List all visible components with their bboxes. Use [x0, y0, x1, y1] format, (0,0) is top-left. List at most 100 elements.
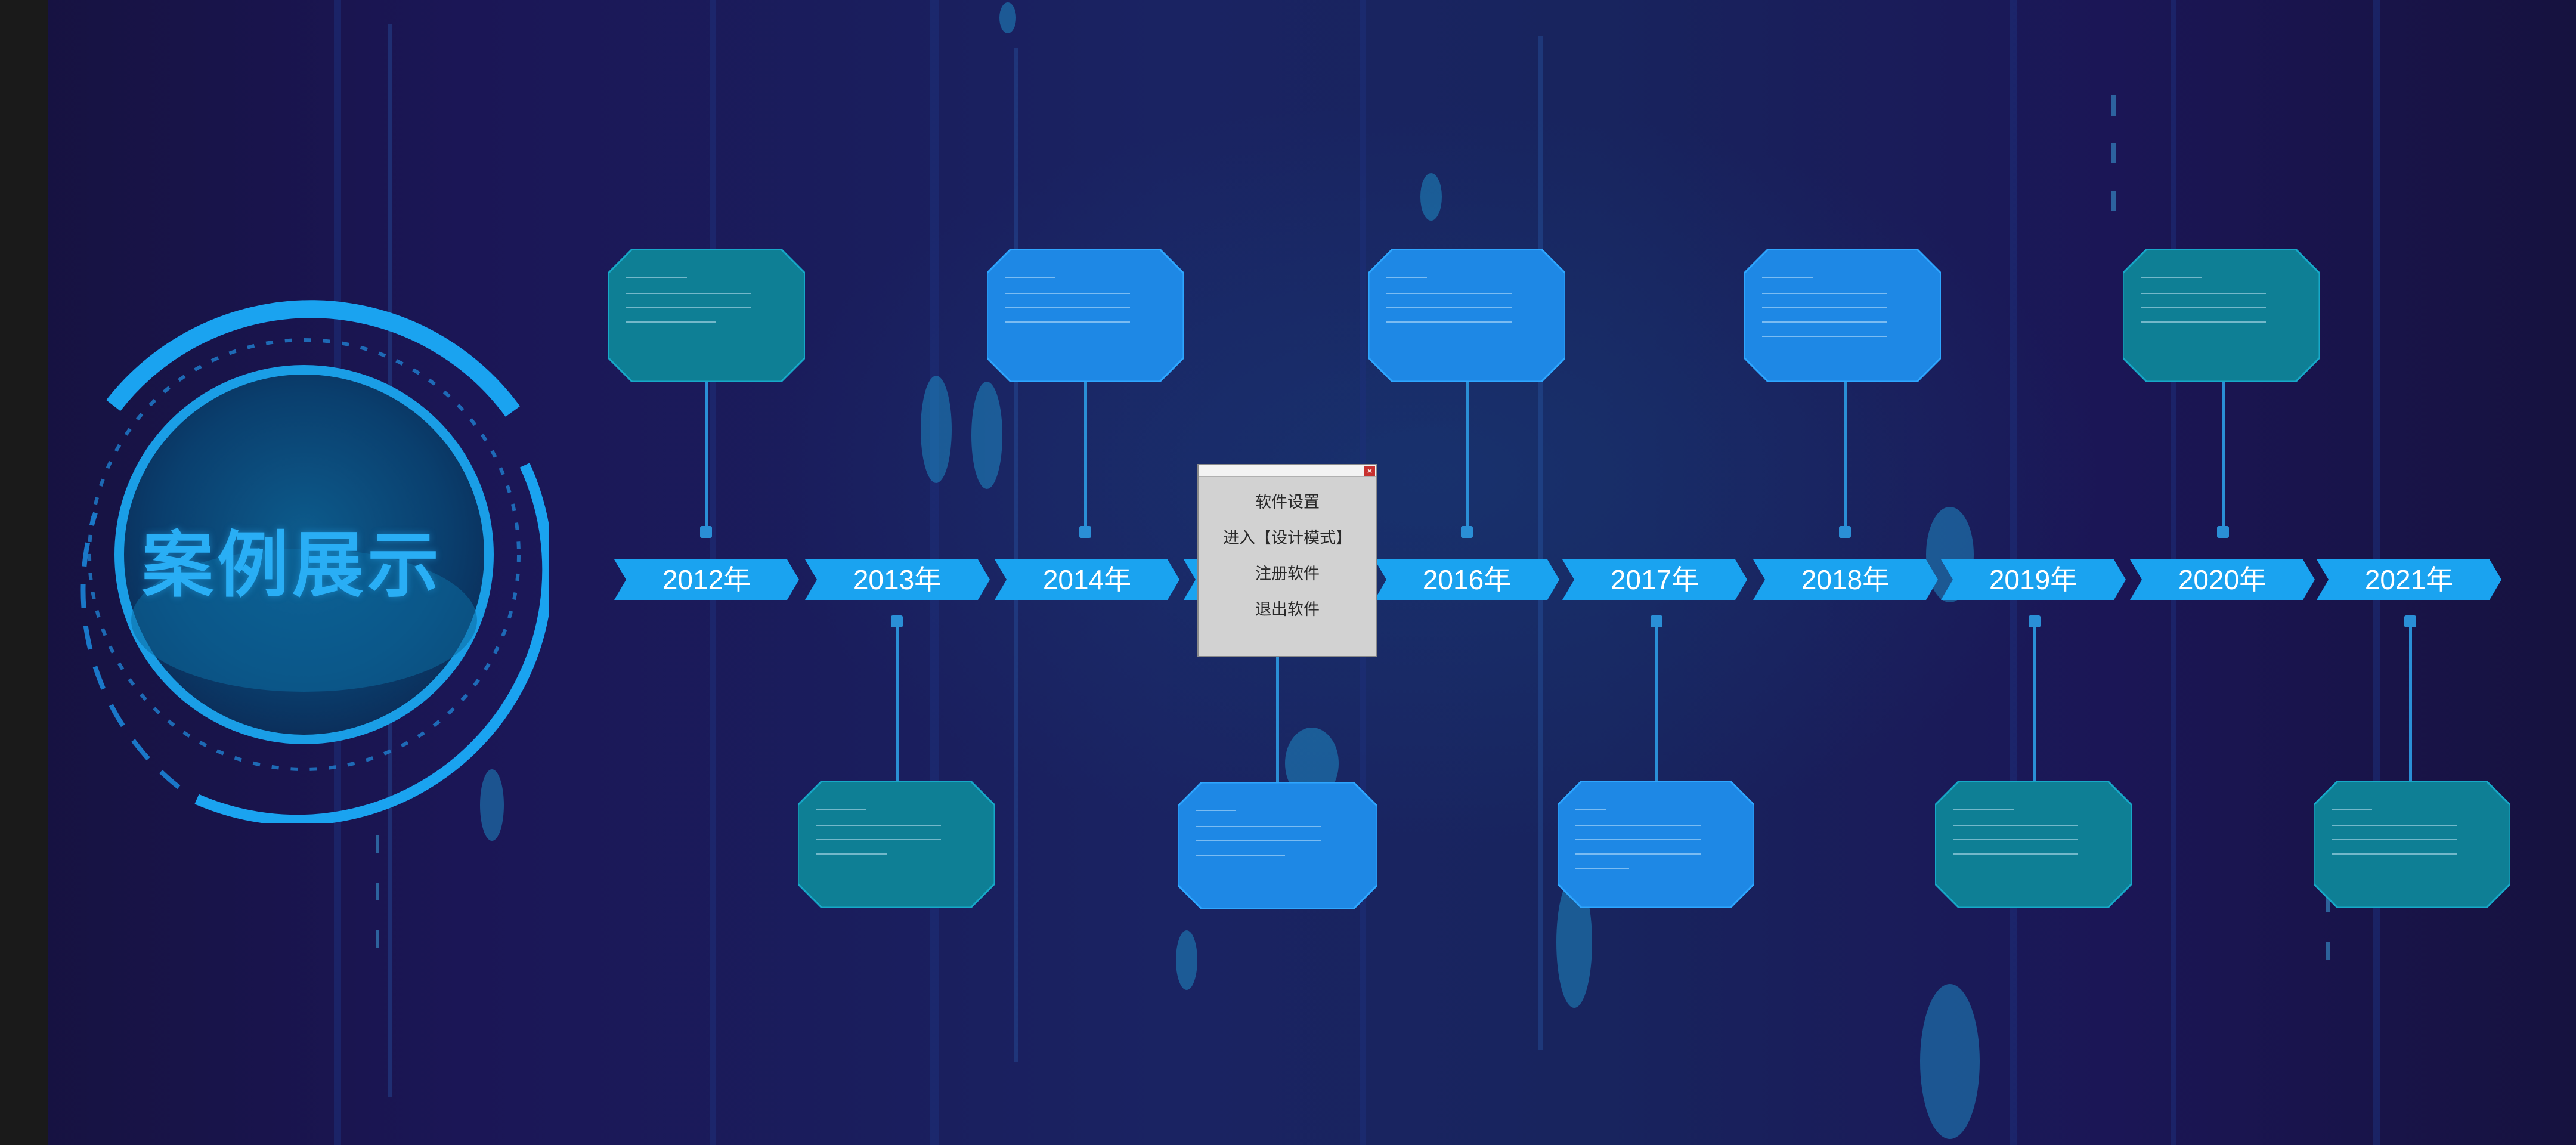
card-heading: ——————: [2141, 271, 2202, 282]
card-line: ——————————————: [2332, 849, 2457, 859]
card-line: ——————————————: [1005, 302, 1130, 312]
card-line: ——————————————: [2141, 317, 2266, 327]
event-card-2020[interactable]: —————— —————————————— —————————————— ———…: [2123, 249, 2320, 382]
connector-dot: [1461, 526, 1473, 538]
emblem-ring: [80, 300, 549, 823]
card-shape: [2123, 249, 2320, 382]
card-line: ——————————————: [1005, 317, 1130, 327]
timeline-year-2021[interactable]: 2021年: [2317, 559, 2501, 600]
arrow-shape: [2317, 559, 2501, 600]
connector-dot: [2217, 526, 2229, 538]
card-shape: [608, 249, 805, 382]
connector-line: [2222, 382, 2225, 531]
year-label: 2021年: [2364, 564, 2454, 595]
card-shape: [1744, 249, 1941, 382]
timeline-year-2012[interactable]: 2012年: [614, 559, 799, 600]
card-text: —————— —————————————— —————————————— ———…: [2141, 270, 2302, 329]
event-card-2021[interactable]: ———— —————————————— —————————————— —————…: [2314, 781, 2510, 908]
connector-line: [705, 382, 708, 531]
card-line: ——————————————: [1196, 821, 1321, 831]
card-line: ——————————————: [1575, 849, 1701, 859]
card-line: ——————————————: [2332, 820, 2457, 830]
menu-item-software-settings[interactable]: 软件设置: [1255, 493, 1320, 511]
card-shape: [798, 781, 995, 908]
year-label: 2014年: [1042, 564, 1132, 595]
timeline-year-2016[interactable]: 2016年: [1374, 559, 1559, 600]
card-heading: ————: [1196, 804, 1236, 815]
connector-line: [896, 626, 899, 781]
connector-line: [1084, 382, 1087, 531]
connector-line: [1844, 382, 1847, 531]
event-card-2016[interactable]: ———— —————————————— —————————————— —————…: [1368, 249, 1565, 382]
connector-line: [1655, 626, 1658, 781]
arrow-shape: [2130, 559, 2315, 600]
card-heading: ————: [1386, 271, 1427, 282]
event-card-hidden-year[interactable]: ———— —————————————— —————————————— —————…: [1178, 782, 1377, 909]
dialog-titlebar[interactable]: [1199, 465, 1376, 477]
card-text: ————— —————————————— —————————————— ————…: [1762, 270, 1923, 344]
page-title: 案例展示: [142, 525, 442, 605]
card-line: ——————————————: [2332, 834, 2457, 844]
left-edge-panel: [0, 0, 48, 1145]
connector-dot: [700, 526, 712, 538]
arrow-shape: [805, 559, 990, 600]
card-line: ——————————————: [1762, 331, 1887, 341]
connector-dot: [2029, 615, 2041, 627]
timeline-year-2019[interactable]: 2019年: [1941, 559, 2126, 600]
card-line: ——————————————: [2141, 288, 2266, 298]
timeline-year-2017[interactable]: 2017年: [1562, 559, 1747, 600]
event-card-2019[interactable]: —————— —————————————— —————————————— ———…: [1935, 781, 2132, 908]
event-card-2013[interactable]: ————— —————————————— —————————————— ————…: [798, 781, 995, 908]
context-menu-dialog: ✕ 软件设置 进入【设计模式】 注册软件 退出软件: [1197, 464, 1377, 657]
connector-line: [1466, 382, 1469, 531]
card-line: ——————————————: [816, 834, 941, 844]
card-line: ——————————————: [626, 288, 751, 298]
year-label: 2013年: [853, 564, 942, 595]
event-card-2017[interactable]: ——— —————————————— —————————————— ——————…: [1558, 781, 1754, 908]
connector-dot: [1839, 526, 1851, 538]
event-card-2018[interactable]: ————— —————————————— —————————————— ————…: [1744, 249, 1941, 382]
year-label: 2012年: [662, 564, 751, 595]
arrow-shape: [1753, 559, 1938, 600]
card-line: ——————————: [1196, 850, 1285, 860]
card-shape: [1368, 249, 1565, 382]
close-icon[interactable]: ✕: [1364, 466, 1375, 476]
card-heading: —————: [1005, 271, 1055, 282]
card-line: ——————: [1575, 863, 1629, 873]
card-line: ————————: [816, 849, 887, 859]
card-heading: ——————: [626, 271, 687, 282]
year-label: 2017年: [1610, 564, 1699, 595]
timeline-year-2014[interactable]: 2014年: [995, 559, 1179, 600]
connector-dot: [1079, 526, 1091, 538]
connector-dot: [891, 615, 903, 627]
card-line: ——————————————: [1762, 317, 1887, 327]
card-text: ————— —————————————— —————————————— ————…: [1005, 270, 1166, 329]
card-line: ——————————————: [1575, 820, 1701, 830]
timeline-year-2013[interactable]: 2013年: [805, 559, 990, 600]
menu-item-exit-software[interactable]: 退出软件: [1255, 601, 1320, 618]
card-text: ————— —————————————— —————————————— ————…: [816, 802, 977, 861]
card-line: ——————————————: [1762, 288, 1887, 298]
card-heading: —————: [1762, 271, 1813, 282]
event-card-2014[interactable]: ————— —————————————— —————————————— ————…: [987, 249, 1184, 382]
card-shape: [1935, 781, 2132, 908]
connector-line: [2033, 626, 2036, 781]
connector-dot: [1651, 615, 1662, 627]
card-line: ——————————————: [1953, 820, 2078, 830]
card-line: ——————————————: [1575, 834, 1701, 844]
menu-item-enter-design-mode[interactable]: 进入【设计模式】: [1223, 529, 1352, 547]
arrow-shape: [614, 559, 799, 600]
arrow-shape: [1941, 559, 2126, 600]
card-text: —————— —————————————— —————————————— ———…: [626, 270, 787, 329]
menu-item-register-software[interactable]: 注册软件: [1255, 565, 1320, 583]
card-shape: [1178, 782, 1377, 909]
year-label: 2020年: [2178, 564, 2267, 595]
timeline-year-2018[interactable]: 2018年: [1753, 559, 1938, 600]
card-heading: ———: [1575, 803, 1606, 814]
card-line: ——————————————: [1953, 834, 2078, 844]
timeline-year-2020[interactable]: 2020年: [2130, 559, 2315, 600]
card-text: ———— —————————————— —————————————— —————…: [1196, 803, 1360, 862]
card-line: ——————————————: [1386, 302, 1512, 312]
card-shape: [1558, 781, 1754, 908]
event-card-2012[interactable]: —————— —————————————— —————————————— ———…: [608, 249, 805, 382]
